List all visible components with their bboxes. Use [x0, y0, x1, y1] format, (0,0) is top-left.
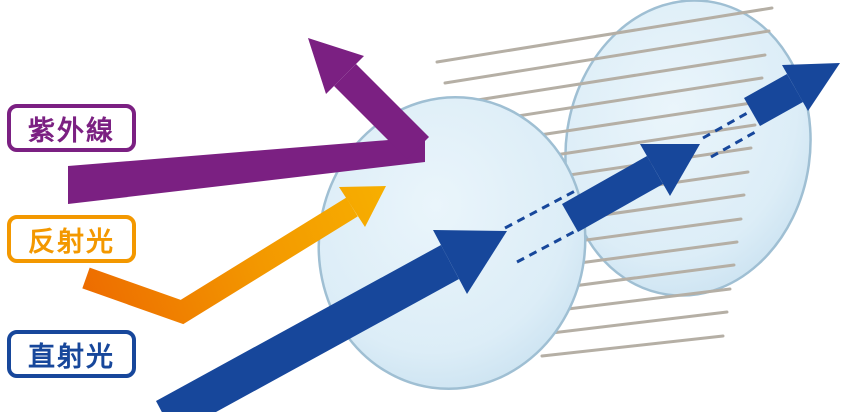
- uv-label: 紫外線: [7, 104, 136, 152]
- direct-light-label-text: 直射光: [28, 341, 115, 372]
- direct-light-arrow: [156, 63, 840, 412]
- reflected-light-label: 反射光: [7, 215, 136, 263]
- uv-arrow: [68, 38, 429, 204]
- reflected-light-arrow: [82, 186, 386, 325]
- uv-label-text: 紫外線: [28, 115, 115, 146]
- reflected-light-label-text: 反射光: [28, 226, 115, 257]
- direct-light-label: 直射光: [7, 330, 136, 378]
- direct-light-dashed-behind-filter: [702, 110, 758, 159]
